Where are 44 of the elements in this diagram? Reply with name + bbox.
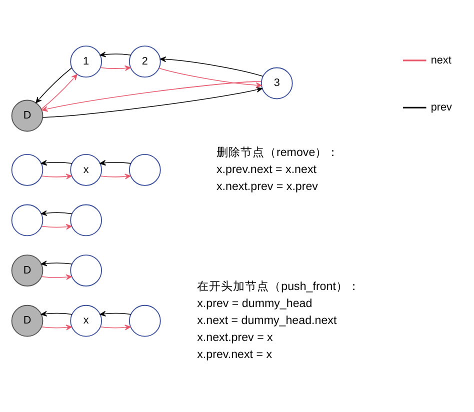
arrow xyxy=(100,324,131,330)
arrow xyxy=(100,51,132,57)
label: x.prev.next = x xyxy=(197,348,272,361)
arrow xyxy=(158,67,262,88)
node-circle: D xyxy=(11,304,44,336)
node-circle xyxy=(128,153,161,186)
label: x.prev = dummy_head xyxy=(197,296,312,310)
node-circle xyxy=(70,204,102,236)
node-circle: D xyxy=(11,99,44,132)
node-circle: 3 xyxy=(260,66,293,99)
arrow xyxy=(40,74,78,110)
arrow xyxy=(36,67,72,103)
node-circle: 2 xyxy=(128,45,161,78)
arrow xyxy=(100,173,131,179)
label: 删除节点（remove）： xyxy=(216,146,340,158)
node-circle xyxy=(11,204,44,236)
legend-label: next xyxy=(430,54,452,66)
arrow xyxy=(40,160,72,166)
node-circle xyxy=(70,254,102,286)
arrow xyxy=(41,324,72,330)
arrow xyxy=(100,160,132,166)
arrow xyxy=(40,210,72,216)
node-circle: D xyxy=(11,254,44,286)
arrow xyxy=(40,260,72,266)
node-circle xyxy=(11,153,44,186)
arrow xyxy=(100,64,131,70)
label: x.next = dummy_head.next xyxy=(197,313,337,326)
legend-label: prev xyxy=(430,100,452,113)
label: x.prev.next = x.next xyxy=(216,162,316,176)
arrow xyxy=(42,86,262,118)
arrow xyxy=(42,80,262,112)
arrow xyxy=(100,310,132,316)
arrow xyxy=(41,274,72,280)
node-circle: x xyxy=(70,304,102,336)
arrow xyxy=(41,173,72,179)
node-circle: 1 xyxy=(70,45,102,78)
label: 在开头加节点（push_front）： xyxy=(197,279,360,292)
label: x.next.prev = x.prev xyxy=(216,180,318,193)
arrow xyxy=(41,224,72,230)
node-circle xyxy=(128,304,161,336)
label: x.next.prev = x xyxy=(197,330,273,344)
node-circle: x xyxy=(70,153,102,186)
arrow xyxy=(40,310,72,316)
arrow xyxy=(160,56,264,76)
